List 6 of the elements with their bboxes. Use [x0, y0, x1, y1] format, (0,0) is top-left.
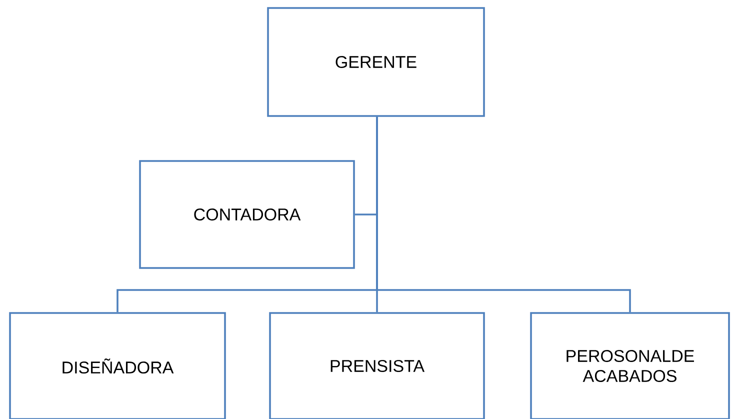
org-box: PRENSISTA [269, 312, 485, 419]
org-box: DISEÑADORA [9, 312, 226, 419]
org-box: PEROSONALDE ACABADOS [530, 312, 730, 419]
org-box: GERENTE [267, 7, 485, 117]
org-box: CONTADORA [139, 160, 355, 269]
connector-line [376, 116, 631, 312]
